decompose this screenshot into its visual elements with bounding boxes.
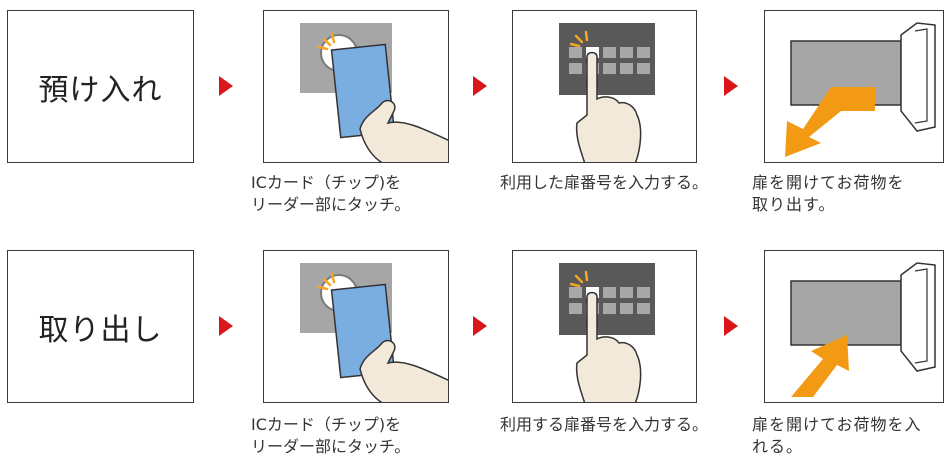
tap-spark-icon: [569, 270, 589, 288]
keypad-illustration: [512, 250, 697, 403]
step-arrow: [724, 316, 738, 336]
step-arrow: [724, 76, 738, 96]
locker-open-graphic: [785, 22, 936, 157]
step-arrow: [219, 76, 233, 96]
locker-open-graphic: [790, 262, 936, 397]
hand-pointing: [575, 291, 642, 402]
caption-line: リーダー部にタッチ。: [251, 437, 411, 456]
locker-door: [900, 262, 936, 372]
caption-line: 扉を開けてお荷物を入: [752, 415, 922, 434]
tap-spark-icon: [569, 30, 589, 48]
card-tap-illustration: [263, 10, 449, 163]
keypad-panel: [559, 263, 655, 335]
step-caption: 扉を開けてお荷物を 取り出す。: [752, 172, 905, 216]
row-label-text: 取り出し: [38, 312, 163, 348]
keypad-panel: [559, 23, 655, 95]
locker-door-illustration: [764, 250, 944, 403]
caption-line: 利用する扉番号を入力する。: [500, 415, 709, 434]
remove-arrow-icon: [785, 87, 875, 157]
keypad-illustration: [512, 10, 697, 163]
caption-line: リーダー部にタッチ。: [251, 195, 411, 214]
locker-compartment: [790, 280, 902, 346]
caption-line: れる。: [752, 437, 804, 456]
keypad-graphic: [559, 263, 655, 402]
keypad-graphic: [559, 23, 655, 162]
card-tap-graphic: [300, 263, 448, 402]
caption-line: ICカード（チップ)を: [251, 415, 402, 434]
step-arrow: [473, 76, 487, 96]
locker-door: [900, 22, 936, 132]
tap-spark-icon: [317, 32, 336, 51]
locker-door-illustration: [764, 10, 944, 163]
caption-line: ICカード（チップ)を: [251, 173, 402, 192]
hand: [359, 99, 448, 162]
hand: [359, 339, 448, 402]
row-label-text: 預け入れ: [38, 72, 163, 108]
caption-line: 利用した扉番号を入力する。: [500, 173, 709, 192]
step-caption: ICカード（チップ)を リーダー部にタッチ。: [251, 172, 410, 216]
step-arrow: [219, 316, 233, 336]
card-tap-graphic: [300, 23, 448, 162]
step-caption: 利用した扉番号を入力する。: [500, 172, 708, 194]
insert-arrow-icon: [791, 335, 849, 397]
step-caption: 扉を開けてお荷物を入 れる。: [752, 414, 922, 458]
step-caption: 利用する扉番号を入力する。: [500, 414, 708, 436]
hand-pointing: [575, 51, 642, 162]
caption-line: 扉を開けてお荷物を: [752, 173, 905, 192]
step-arrow: [473, 316, 487, 336]
step-caption: ICカード（チップ)を リーダー部にタッチ。: [251, 414, 410, 458]
row-label-pickup: 取り出し: [7, 250, 194, 403]
tap-spark-icon: [317, 272, 336, 291]
caption-line: 取り出す。: [752, 195, 836, 214]
card-tap-illustration: [263, 250, 449, 403]
row-label-deposit: 預け入れ: [7, 10, 194, 163]
